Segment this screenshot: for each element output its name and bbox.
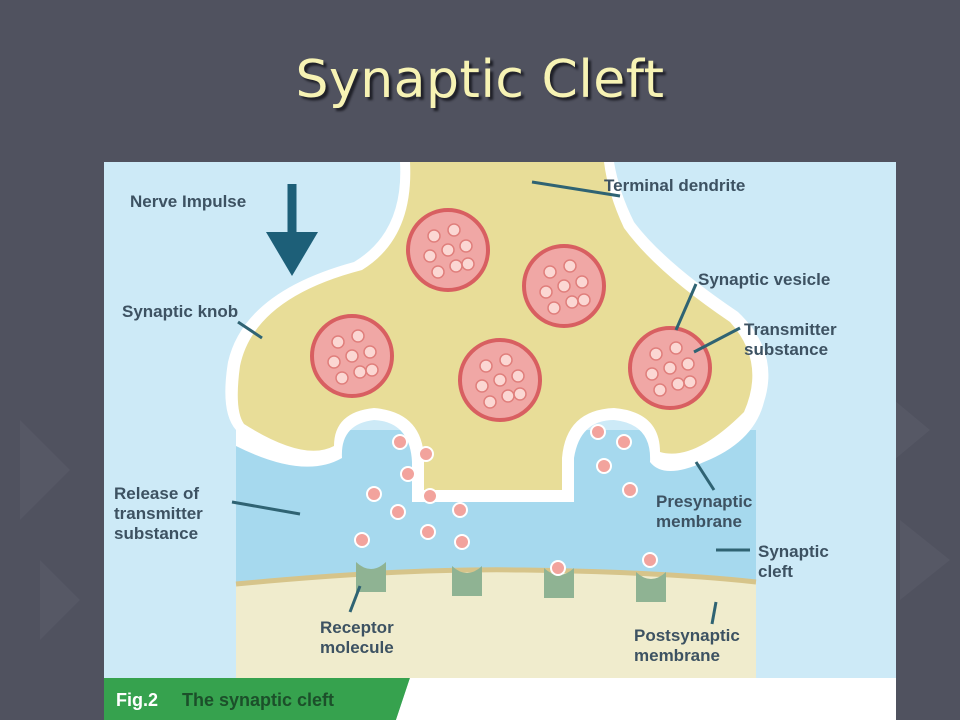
receptor-molecules	[356, 562, 666, 602]
caption-figure-number: Fig.2	[116, 690, 159, 710]
receptor-4	[636, 572, 666, 602]
postsynaptic-membrane-line	[235, 567, 757, 587]
caption-bar-green	[104, 678, 410, 720]
synapse-figure: Nerve Impulse Terminal dendrite Synaptic…	[104, 162, 896, 720]
label-nerve-impulse: Nerve Impulse	[130, 192, 247, 211]
receptor-2	[452, 566, 482, 596]
transmitter-molecules	[327, 223, 697, 409]
label-synaptic-cleft: Synaptic cleft	[758, 542, 829, 581]
receptor-1	[356, 562, 386, 592]
leader-lines	[231, 180, 750, 625]
caption-bar-white	[396, 678, 896, 720]
receptor-3	[544, 568, 574, 598]
slide-title: Synaptic Cleft	[295, 50, 665, 110]
label-terminal-dendrite: Terminal dendrite	[604, 176, 746, 195]
label-postsynaptic-membrane: Postsynaptic membrane	[634, 626, 740, 665]
label-transmitter-substance: Transmitter substance	[744, 320, 837, 359]
label-presynaptic-membrane: Presynaptic membrane	[656, 492, 753, 531]
postsynaptic-region	[236, 569, 756, 678]
caption-text: The synaptic cleft	[182, 690, 335, 710]
released-transmitter	[354, 424, 658, 576]
label-receptor-molecule: Receptor molecule	[320, 618, 394, 657]
synaptic-knob	[237, 162, 753, 490]
label-synaptic-vesicle: Synaptic vesicle	[698, 270, 831, 289]
synapse-diagram	[104, 162, 896, 720]
nerve-impulse-arrow	[266, 184, 318, 276]
label-synaptic-knob: Synaptic knob	[122, 302, 239, 321]
label-release-of-transmitter: Release of transmitter substance	[114, 484, 203, 543]
